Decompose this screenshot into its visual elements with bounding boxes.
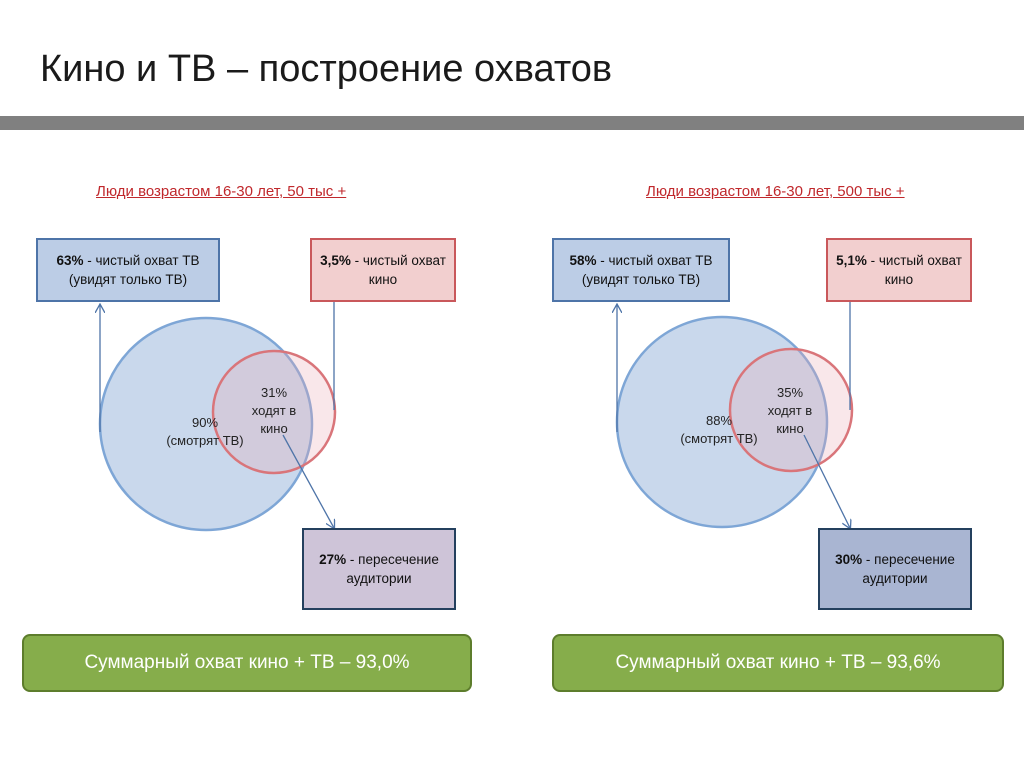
kino-circle-percent: 31% xyxy=(260,385,288,400)
kino-circle-caption-1: ходят в xyxy=(251,403,297,418)
intersection-value: 30% xyxy=(835,552,863,567)
kino-circle xyxy=(211,349,337,475)
kino-circle-caption-2: кино xyxy=(776,421,804,436)
panel-left: Люди возрастом 16-30 лет, 50 тыс + 63% -… xyxy=(0,170,480,700)
tv-circle-caption: (смотрят ТВ) xyxy=(680,431,758,446)
tv-pure-reach-box: 58% - чистый охват ТВ (увидят только ТВ) xyxy=(552,238,730,302)
kino-circle-percent: 35% xyxy=(776,385,804,400)
kino-pure-reach-text: - чистый охват кино xyxy=(350,253,446,287)
tv-pure-reach-text: - чистый охват ТВ (увидят только ТВ) xyxy=(68,253,200,287)
intersection-text: - пересечение аудитории xyxy=(862,552,955,586)
kino-circle-label: 35% ходят в кино xyxy=(750,384,830,438)
kino-circle-caption-2: кино xyxy=(260,421,288,436)
tv-pure-reach-value: 58% xyxy=(569,253,597,268)
panel-heading: Люди возрастом 16-30 лет, 50 тыс + xyxy=(96,183,347,200)
total-reach-banner: Суммарный охват кино + ТВ – 93,0% xyxy=(22,634,472,692)
kino-pure-reach-text: - чистый охват кино xyxy=(866,253,962,287)
tv-pure-reach-value: 63% xyxy=(56,253,84,268)
intersection-value: 27% xyxy=(319,552,347,567)
panel-heading: Люди возрастом 16-30 лет, 500 тыс + xyxy=(646,183,905,200)
tv-circle-percent: 88% xyxy=(705,413,733,428)
kino-pure-reach-box: 3,5% - чистый охват кино xyxy=(310,238,456,302)
kino-circle xyxy=(728,347,854,473)
page-title: Кино и ТВ – построение охватов xyxy=(40,48,613,90)
venn-diagram xyxy=(516,170,996,700)
arrow-intersection xyxy=(803,434,850,528)
intersection-box: 27% - пересечение аудитории xyxy=(302,528,456,610)
arrow-intersection xyxy=(282,434,334,528)
kino-circle-label: 31% ходят в кино xyxy=(234,384,314,438)
tv-pure-reach-box: 63% - чистый охват ТВ (увидят только ТВ) xyxy=(36,238,220,302)
intersection-box: 30% - пересечение аудитории xyxy=(818,528,972,610)
intersection-text: - пересечение аудитории xyxy=(346,552,439,586)
tv-circle-caption: (смотрят ТВ) xyxy=(166,433,244,448)
tv-pure-reach-text: - чистый охват ТВ (увидят только ТВ) xyxy=(581,253,713,287)
tv-circle-percent: 90% xyxy=(191,415,219,430)
panel-right: Люди возрастом 16-30 лет, 500 тыс + 58% … xyxy=(516,170,1004,700)
kino-pure-reach-box: 5,1% - чистый охват кино xyxy=(826,238,972,302)
tv-circle-label: 88% (смотрят ТВ) xyxy=(669,412,769,448)
kino-pure-reach-value: 3,5% xyxy=(320,253,351,268)
tv-circle-label: 90% (смотрят ТВ) xyxy=(155,414,255,450)
total-reach-banner: Суммарный охват кино + ТВ – 93,6% xyxy=(552,634,1004,692)
kino-pure-reach-value: 5,1% xyxy=(836,253,867,268)
kino-circle-caption-1: ходят в xyxy=(767,403,813,418)
venn-diagram xyxy=(0,170,480,532)
title-divider xyxy=(0,116,1024,130)
